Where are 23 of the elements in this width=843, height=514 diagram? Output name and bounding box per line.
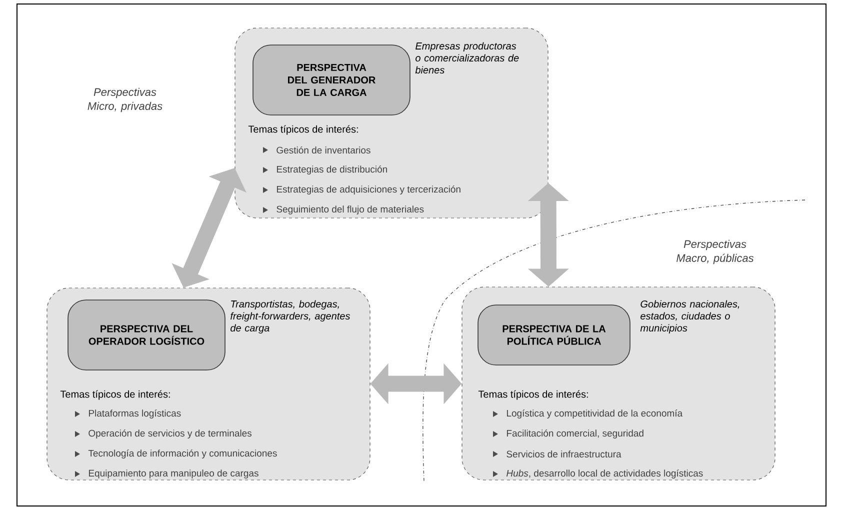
bullet-item: Tecnología de información y comunicaciones bbox=[75, 450, 277, 458]
bullet-item: Facilitación comercial, seguridad bbox=[493, 430, 644, 438]
perspective-title-box: PERSPECTIVA DEL OPERADOR LOGÍSTICO bbox=[68, 300, 226, 370]
bullet-item: Logística y competitividad de la economía bbox=[493, 410, 683, 418]
perspective-title-box: PERSPECTIVA DE LA POLÍTICA PÚBLICA bbox=[478, 304, 630, 366]
bullet-item: Equipamiento para manipuleo de cargas bbox=[75, 470, 258, 478]
description-text: Gobiernos nacionales, estados, ciudades o municipios bbox=[640, 300, 740, 334]
region-label: Perspectivas Micro, privadas bbox=[88, 88, 162, 112]
topics-heading: Temas típicos de interés: bbox=[248, 125, 358, 135]
topics-heading: Temas típicos de interés: bbox=[60, 390, 170, 400]
region-label: Perspectivas Macro, públicas bbox=[676, 240, 754, 264]
bullet-item: Hubs, desarrollo local de actividades logísticas bbox=[493, 470, 703, 478]
bullet-item: Seguimiento del flujo de materiales bbox=[263, 206, 424, 214]
bullet-item: Estrategias de adquisiciones y tercerización bbox=[263, 186, 460, 194]
topics-heading: Temas típicos de interés: bbox=[478, 390, 588, 400]
description-text: Transportistas, bodegas, freight-forwarders, agentes de carga bbox=[230, 300, 350, 334]
bullet-item: Servicios de infraestructura bbox=[493, 450, 622, 458]
perspective-title-box: PERSPECTIVA DEL GENERADOR DE LA CARGA bbox=[252, 44, 410, 116]
bullet-item: Operación de servicios y de terminales bbox=[75, 430, 252, 438]
bullet-item: Plataformas logísticas bbox=[75, 410, 181, 418]
description-text: Empresas productoras o comercializadoras de bienes bbox=[415, 42, 519, 74]
bullet-item: Gestión de inventarios bbox=[263, 146, 370, 154]
bullet-item: Estrategias de distribución bbox=[263, 166, 387, 174]
